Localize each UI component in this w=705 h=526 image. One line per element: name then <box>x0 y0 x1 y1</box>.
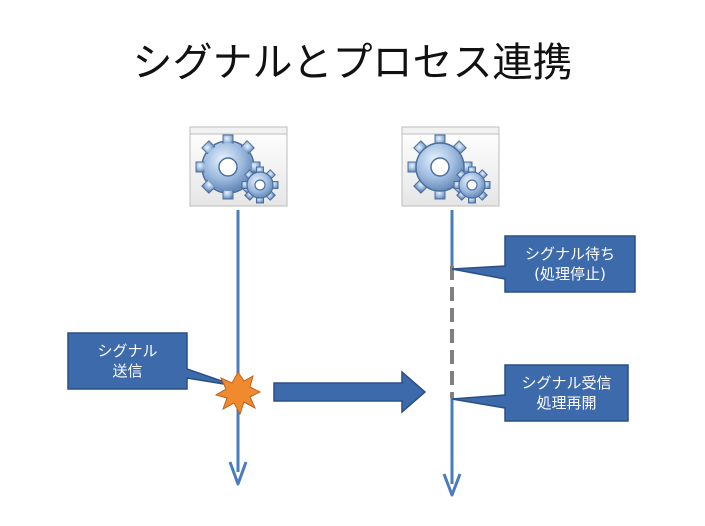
small-gear-icon <box>241 166 279 204</box>
send-callout-text: シグナル 送信 <box>68 341 187 381</box>
page-title: シグナルとプロセス連携 <box>132 40 573 86</box>
right-lifeline <box>442 210 462 497</box>
signal-arrow <box>273 370 427 414</box>
wait-callout-line1: シグナル待ち <box>524 245 615 263</box>
large-gear-icon <box>407 134 473 200</box>
wait-signal-callout <box>451 235 636 293</box>
receive-callout-line1: シグナル受信 <box>521 374 612 392</box>
left-process-icon <box>189 126 288 207</box>
signal-burst-icon <box>214 371 262 416</box>
large-gear-icon <box>195 134 261 200</box>
receive-callout-text: シグナル受信 処理再開 <box>505 373 628 413</box>
wait-callout-line2: (処理停止) <box>534 265 606 283</box>
small-gear-icon <box>453 166 491 204</box>
receive-signal-callout <box>451 364 629 422</box>
send-callout-line1: シグナル <box>97 342 158 360</box>
send-callout-line2: 送信 <box>112 362 143 380</box>
wait-callout-text: シグナル待ち (処理停止) <box>505 244 635 284</box>
receive-callout-line2: 処理再開 <box>536 394 597 412</box>
left-lifeline <box>228 210 248 486</box>
right-process-icon <box>401 126 500 207</box>
